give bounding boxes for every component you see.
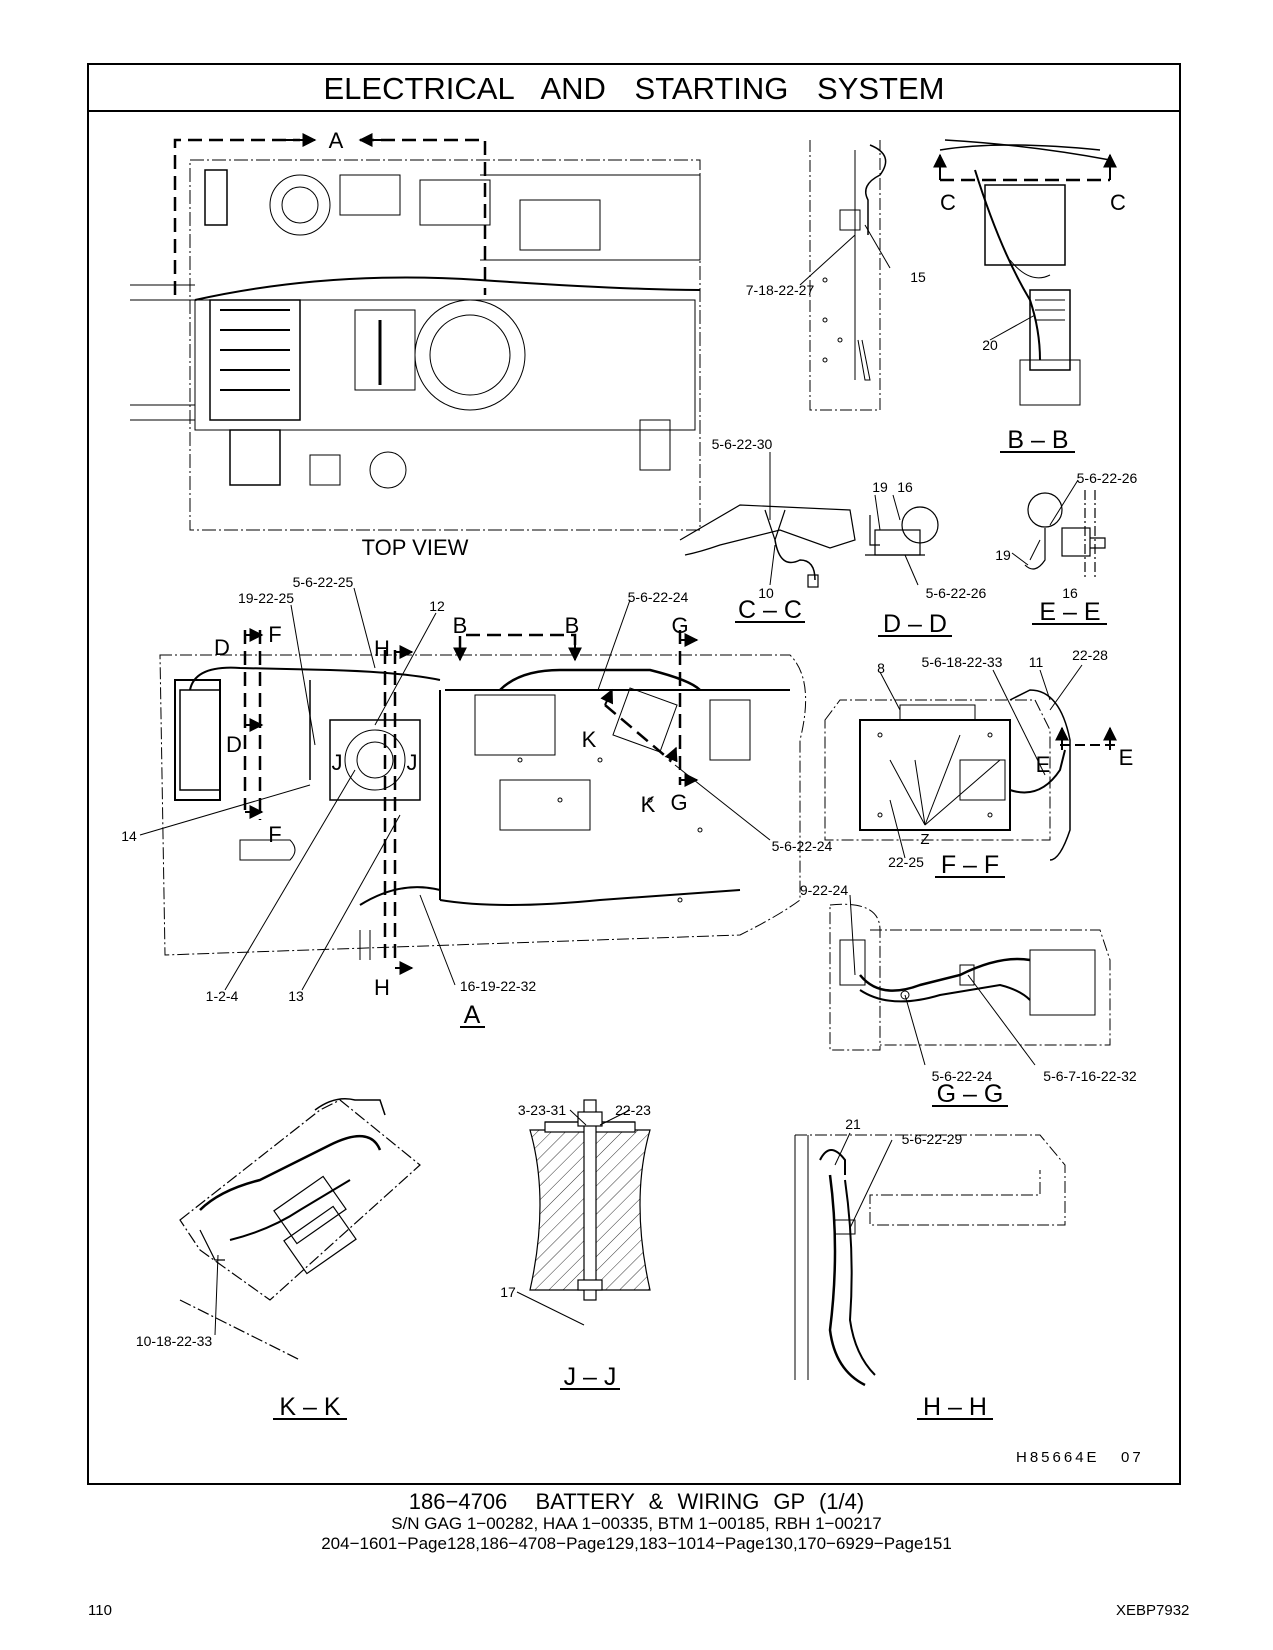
callout-5-6-18-22-33: 5-6-18-22-33 <box>922 654 1003 670</box>
view-title-c-c: C – C <box>738 596 802 624</box>
callout-16-e: 16 <box>1062 585 1078 601</box>
section-letter-f-top: F <box>268 622 281 647</box>
section-letter-h-bottom: H <box>374 975 390 1000</box>
callout-5-6-22-24-a: 5-6-22-24 <box>772 838 833 854</box>
section-letter-h-top: H <box>374 636 390 661</box>
view-b-b-drawing <box>809 140 887 411</box>
callout-14: 14 <box>121 828 137 844</box>
callout-7-18-22-27: 7-18-22-27 <box>746 282 815 298</box>
callout-16-d: 16 <box>897 479 913 495</box>
callout-3-23-31: 3-23-31 <box>518 1102 566 1118</box>
callout-20: 20 <box>982 337 998 353</box>
view-title-top: TOP VIEW <box>362 535 469 560</box>
view-f-f-drawing <box>824 689 1071 861</box>
view-title-h-h: H – H <box>923 1393 987 1421</box>
callout-10-18-22-33: 10-18-22-33 <box>136 1333 212 1349</box>
section-letter-d-top: D <box>214 635 230 660</box>
callout-21: 21 <box>845 1116 861 1132</box>
view-j-j-drawing <box>529 1099 651 1301</box>
view-title-d-d: D – D <box>883 610 947 638</box>
section-letter-j-right: J <box>407 750 418 775</box>
callout-5-6-22-26-e: 5-6-22-26 <box>1077 470 1138 486</box>
section-letter-c-left: C <box>940 190 956 215</box>
view-e-e-drawing <box>1024 490 1106 580</box>
section-letter-k-top: K <box>582 727 597 752</box>
view-title-f-f: F – F <box>941 851 999 879</box>
callout-13: 13 <box>288 988 304 1004</box>
section-letter-z: Z <box>920 831 929 848</box>
section-letters: A C C D D F F H H B B G G J J K K E E Z <box>214 128 1133 1000</box>
callout-5-6-7-16-22-32: 5-6-7-16-22-32 <box>1043 1068 1137 1084</box>
page-title: ELECTRICAL AND STARTING SYSTEM <box>87 63 1181 112</box>
view-title-g-g: G – G <box>937 1080 1004 1108</box>
callout-22-23: 22-23 <box>615 1102 651 1118</box>
section-letter-b-left: B <box>453 613 468 638</box>
view-title-a: A <box>464 1001 481 1029</box>
callout-5-6-22-24-g: 5-6-22-24 <box>932 1068 993 1084</box>
view-title-underlines <box>273 451 1107 1420</box>
view-g-g-drawing <box>829 903 1111 1051</box>
caption-title: 186−4706 BATTERY & WIRING GP (1/4) <box>408 1489 865 1514</box>
view-c-c-drawing <box>679 504 856 588</box>
section-letter-g-bottom: G <box>670 790 687 815</box>
callout-8: 8 <box>877 660 885 676</box>
section-letter-j-left: J <box>332 750 343 775</box>
section-letter-e-right: E <box>1119 745 1134 770</box>
callout-5-6-22-29: 5-6-22-29 <box>902 1131 963 1147</box>
callouts: 7-18-22-27 15 20 5-6-22-30 10 19 16 5-6-… <box>121 269 1137 1349</box>
callout-19-e: 19 <box>995 547 1011 563</box>
callout-22-28: 22-28 <box>1072 647 1108 663</box>
view-title-e-e: E – E <box>1039 598 1100 626</box>
section-letter-a: A <box>329 128 344 153</box>
callout-1-2-4: 1-2-4 <box>206 988 239 1004</box>
page-number: 110 <box>88 1602 112 1619</box>
section-letter-d-bottom: D <box>226 732 242 757</box>
callout-5-6-22-30: 5-6-22-30 <box>712 436 773 452</box>
view-h-h-drawing <box>794 1134 1066 1387</box>
callout-22-25: 22-25 <box>888 854 924 870</box>
view-titles: TOP VIEW A B – B C – C D – D E – E F – F… <box>279 426 1100 1421</box>
section-a-drawing <box>159 654 807 960</box>
section-letter-e-left: E <box>1036 752 1051 777</box>
view-title-k-k: K – K <box>279 1393 340 1421</box>
callout-19-d: 19 <box>872 479 888 495</box>
section-a-cut-line <box>173 138 487 295</box>
top-view-drawing <box>130 159 701 531</box>
leader-lines <box>139 224 1083 1336</box>
section-letter-g-top: G <box>671 613 688 638</box>
callout-11: 11 <box>1029 654 1044 670</box>
section-letter-k-bottom: K <box>641 792 656 817</box>
callout-17: 17 <box>500 1284 516 1300</box>
drawing-id: H85664E 07 <box>1016 1449 1144 1466</box>
view-b-b-right-drawing <box>939 139 1111 406</box>
callout-10-c: 10 <box>758 585 774 601</box>
section-cut-lines-a <box>243 630 682 960</box>
callout-5-6-22-24-top: 5-6-22-24 <box>628 589 689 605</box>
callout-16-19-22-32: 16-19-22-32 <box>460 978 536 994</box>
section-letter-f-bottom: F <box>268 822 281 847</box>
section-arrows-a <box>245 628 699 975</box>
caption-page-refs: 204−1601−Page128,186−4708−Page129,183−10… <box>321 1534 952 1553</box>
callout-19-22-25: 19-22-25 <box>238 590 294 606</box>
section-letter-c-right: C <box>1110 190 1126 215</box>
callout-9-22-24: 9-22-24 <box>800 882 848 898</box>
callout-12: 12 <box>429 598 445 614</box>
document-code: XEBP7932 <box>1116 1602 1190 1619</box>
caption-serial-numbers: S/N GAG 1−00282, HAA 1−00335, BTM 1−0018… <box>391 1514 882 1533</box>
callout-15: 15 <box>910 269 926 285</box>
view-k-k-drawing <box>179 1098 421 1361</box>
callout-5-6-22-25: 5-6-22-25 <box>293 574 354 590</box>
view-title-b-b: B – B <box>1007 426 1068 454</box>
view-title-j-j: J – J <box>564 1363 617 1391</box>
section-letter-b-right: B <box>565 613 580 638</box>
view-d-d-drawing <box>865 506 939 556</box>
callout-5-6-22-26-d: 5-6-22-26 <box>926 585 987 601</box>
